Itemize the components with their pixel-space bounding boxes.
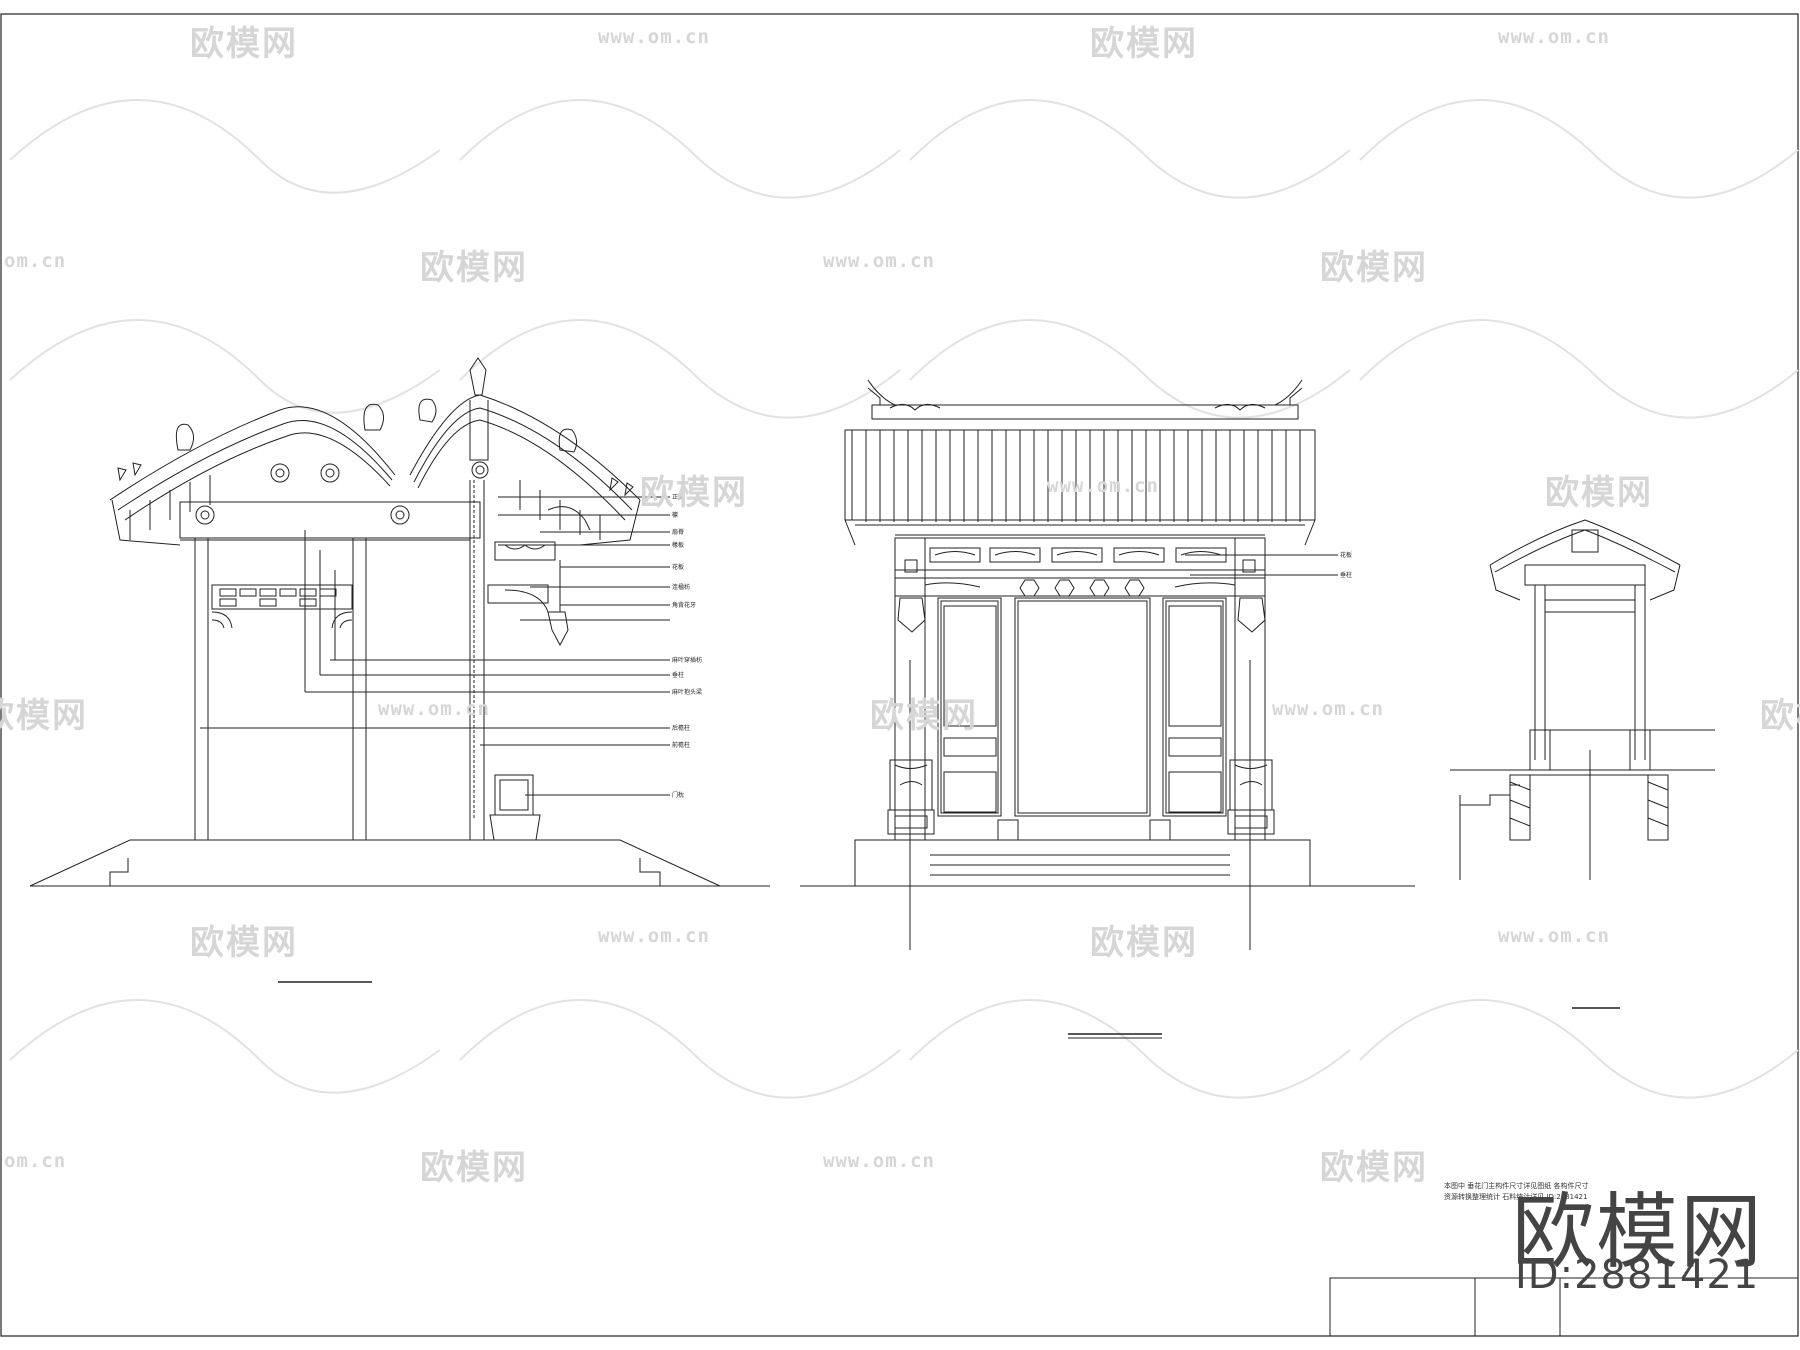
right-side-drawing <box>1450 519 1715 1009</box>
label-2: 扇脊 <box>672 528 684 536</box>
mid-label-0: 花板 <box>1340 551 1352 559</box>
drawing-notes: 本图中 垂花门主构件尺寸详见图纸 各构件尺寸 资源转换整理统计 石料统计详见 I… <box>1444 1182 1589 1201</box>
label-11: 前檐柱 <box>672 741 690 749</box>
watermark-arcs <box>9 99 1799 1099</box>
label-6: 角背花牙 <box>672 601 696 609</box>
sheet-frame <box>0 13 1799 1337</box>
label-9: 麻叶抱头梁 <box>672 688 702 696</box>
label-10: 后檐柱 <box>672 724 690 732</box>
label-5: 连楹枋 <box>672 583 690 591</box>
roof-tiles <box>851 430 1301 522</box>
mid-label-1: 垂柱 <box>1340 571 1352 579</box>
label-3: 椽板 <box>672 541 684 549</box>
brand-logo: 欧模网 <box>1512 1185 1765 1280</box>
label-7: 麻叶穿插枋 <box>672 656 702 664</box>
middle-elevation-drawing <box>800 379 1415 1039</box>
label-1: 檩 <box>672 511 678 519</box>
label-12: 门枕 <box>672 791 684 799</box>
label-0: 正脊 <box>672 493 684 501</box>
left-section-drawing <box>29 357 770 983</box>
left-section-labels: 正脊 檩 扇脊 椽板 花板 连楹枋 角背花牙 麻叶穿插枋 垂柱 麻叶抱头梁 后檐… <box>672 493 702 799</box>
middle-labels: 花板 垂柱 <box>1340 551 1352 579</box>
label-8: 垂柱 <box>672 671 684 679</box>
label-4: 花板 <box>672 563 684 571</box>
brand-id-label: ID:2881421 <box>1515 1252 1760 1298</box>
title-block <box>1329 1277 1799 1337</box>
